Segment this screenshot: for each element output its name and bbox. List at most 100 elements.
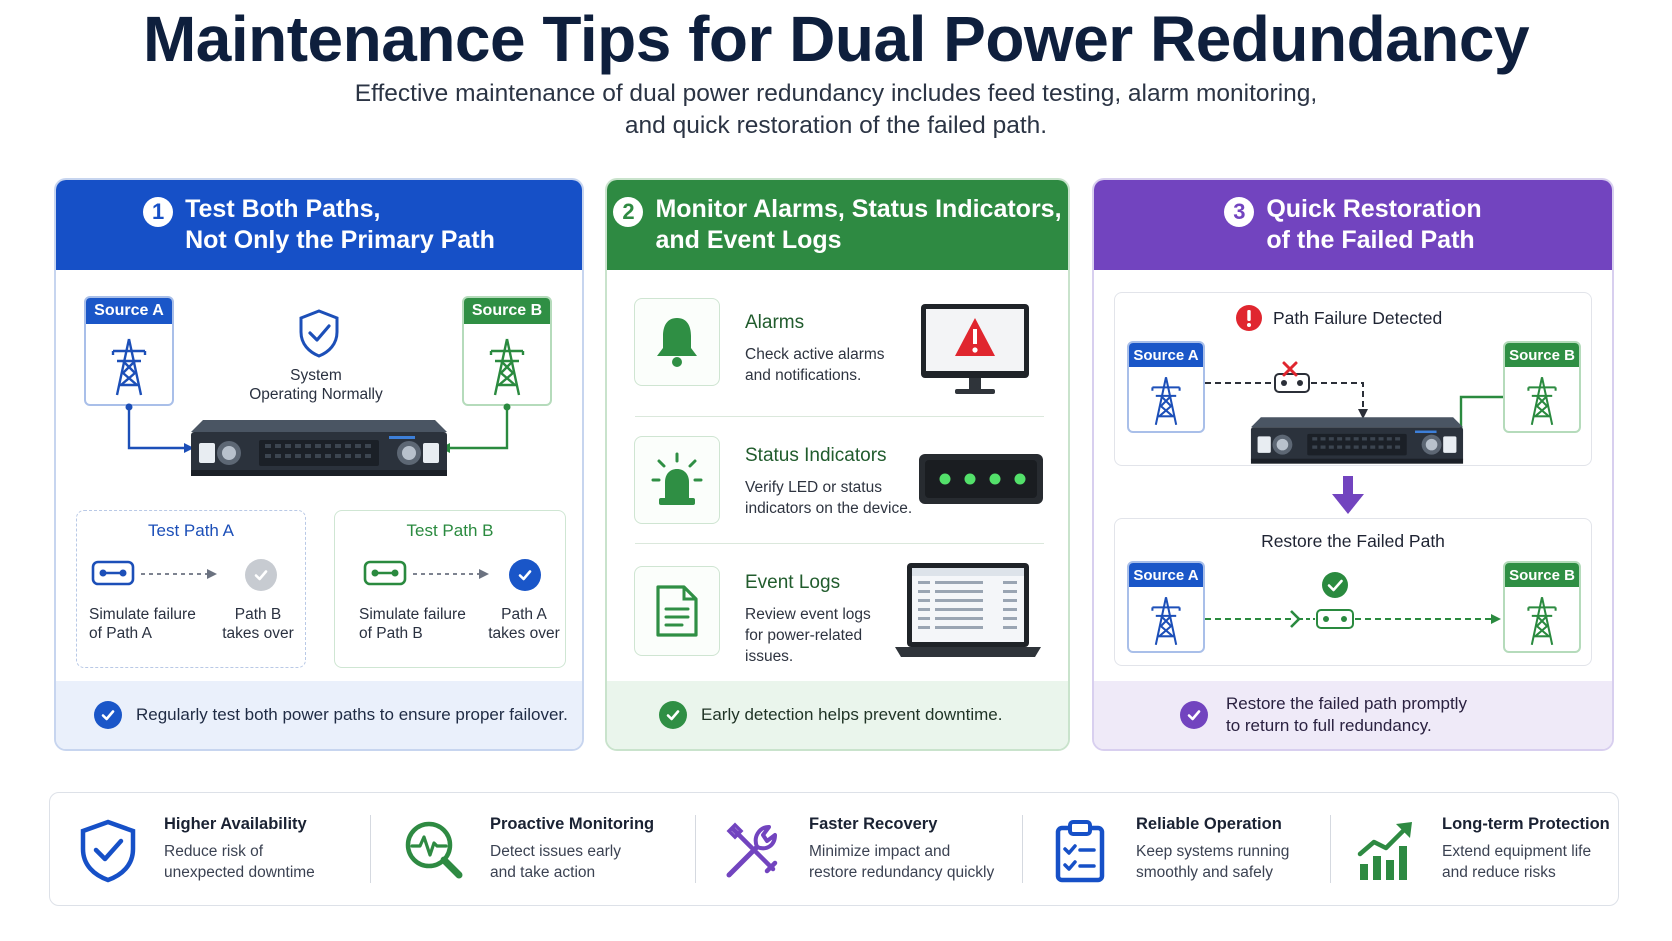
source-a-box: Source A xyxy=(1127,561,1205,653)
panel-3-title-line-2: of the Failed Path xyxy=(1266,226,1475,254)
step-number-3: 3 xyxy=(1224,197,1255,227)
panel-3-footer: Restore the failed path promptly to retu… xyxy=(1094,681,1612,749)
page-title: Maintenance Tips for Dual Power Redundan… xyxy=(142,3,1530,75)
system-status-text: System Operating Normally xyxy=(236,366,396,404)
laptop-log-icon xyxy=(895,563,1041,657)
panel-1-header: 1 Test Both Paths, Not Only the Primary … xyxy=(56,180,582,270)
benefit-description: Extend equipment life and reduce risks xyxy=(1442,841,1591,883)
source-b-label: Source B xyxy=(1505,563,1579,587)
power-supply-device xyxy=(1247,409,1467,467)
test-a-right-line-2: takes over xyxy=(222,625,294,642)
plug-icon xyxy=(363,559,407,587)
restore-path-card: Restore the Failed Path Source A Source … xyxy=(1114,518,1592,666)
test-path-a-title: Test Path A xyxy=(148,521,234,540)
test-path-a-box: Test Path A Simulate failure of Path A P… xyxy=(76,510,306,668)
test-b-right-line-1: Path A xyxy=(501,606,547,623)
test-b-left-text: Simulate failure of Path B xyxy=(359,605,466,643)
test-a-left-text: Simulate failure of Path A xyxy=(89,605,196,643)
bell-icon xyxy=(634,298,720,386)
test-b-right-text: Path A takes over xyxy=(479,605,569,643)
benefit-desc-line-2: restore redundancy quickly xyxy=(809,864,995,881)
panel-1-footer-text: Regularly test both power paths to ensur… xyxy=(136,705,568,724)
benefit-description: Keep systems running smoothly and safely xyxy=(1136,841,1289,883)
benefit-title: Higher Availability xyxy=(164,815,307,833)
alarms-description: Check active alarms and notifications. xyxy=(745,344,885,386)
restore-title: Restore the Failed Path xyxy=(1261,531,1445,551)
plug-icon xyxy=(91,559,135,587)
page-subtitle: Effective maintenance of dual power redu… xyxy=(320,78,1352,142)
benefit-desc-line-2: smoothly and safely xyxy=(1136,864,1273,881)
step-number-1: 1 xyxy=(143,197,174,227)
connection-lines xyxy=(125,403,511,453)
down-arrow-icon xyxy=(1332,476,1364,514)
restored-path-lines xyxy=(1205,572,1501,629)
test-b-right-line-2: takes over xyxy=(488,625,560,642)
tools-icon xyxy=(721,819,785,883)
panel-1-footer: Regularly test both power paths to ensur… xyxy=(56,681,582,749)
power-supply-device xyxy=(188,410,450,480)
document-icon xyxy=(634,566,720,656)
beacon-icon xyxy=(634,436,720,524)
test-a-right-text: Path B takes over xyxy=(213,605,303,643)
panel-monitor-alarms: 2 Monitor Alarms, Status Indicators, and… xyxy=(605,178,1070,751)
separator xyxy=(1022,815,1023,883)
benefit-desc-line-1: Detect issues early xyxy=(490,843,621,860)
benefit-description: Minimize impact and restore redundancy q… xyxy=(809,841,994,883)
system-status-line-2: Operating Normally xyxy=(249,386,383,403)
source-a-label: Source A xyxy=(86,298,172,324)
test-a-left-line-2: of Path A xyxy=(89,625,152,642)
separator xyxy=(1330,815,1331,883)
benefit-desc-line-2: and reduce risks xyxy=(1442,864,1556,881)
benefit-reliable-operation: Reliable Operation Keep systems running … xyxy=(1022,793,1322,905)
event-logs-description: Review event logs for power-related issu… xyxy=(745,604,871,667)
benefit-long-term-protection: Long-term Protection Extend equipment li… xyxy=(1328,793,1618,905)
source-b-box: Source B xyxy=(1503,561,1581,653)
source-b-box: Source B xyxy=(1503,341,1581,433)
panel-3-header: 3 Quick Restoration of the Failed Path xyxy=(1094,180,1612,270)
path-failure-title: Path Failure Detected xyxy=(1273,307,1443,328)
logs-desc-line-1: Review event logs xyxy=(745,606,871,623)
benefit-higher-availability: Higher Availability Reduce risk of unexp… xyxy=(50,793,370,905)
subtitle-line-1: Effective maintenance of dual power redu… xyxy=(354,80,1318,107)
divider xyxy=(635,416,1044,417)
panel-2-title-line-1: Monitor Alarms, Status Indicators, xyxy=(655,195,1062,223)
check-active-icon xyxy=(509,559,541,591)
separator xyxy=(695,815,696,883)
benefit-title: Reliable Operation xyxy=(1136,815,1282,833)
clipboard-check-icon xyxy=(1048,819,1112,883)
benefit-title: Faster Recovery xyxy=(809,815,938,833)
system-status-line-1: System xyxy=(290,367,342,384)
monitor-warning-icon xyxy=(921,304,1029,394)
event-logs-title: Event Logs xyxy=(745,572,841,593)
check-circle-icon xyxy=(94,701,122,729)
divider xyxy=(635,543,1044,544)
status-indicators-description: Verify LED or status indicators on the d… xyxy=(745,477,912,519)
alarms-desc-line-2: and notifications. xyxy=(745,367,862,384)
check-circle-icon xyxy=(659,701,687,729)
source-b-label: Source B xyxy=(464,298,550,324)
benefits-bar: Higher Availability Reduce risk of unexp… xyxy=(49,792,1619,906)
source-b-box: Source B xyxy=(462,296,552,406)
dashed-arrow xyxy=(141,569,217,579)
source-a-box: Source A xyxy=(1127,341,1205,433)
panel-quick-restoration: 3 Quick Restoration of the Failed Path P… xyxy=(1092,178,1614,751)
benefit-desc-line-1: Minimize impact and xyxy=(809,843,951,860)
test-path-b-title: Test Path B xyxy=(406,521,494,540)
panel-2-header: 2 Monitor Alarms, Status Indicators, and… xyxy=(607,180,1068,270)
benefit-desc-line-2: unexpected downtime xyxy=(164,864,315,881)
benefit-description: Detect issues early and take action xyxy=(490,841,621,883)
test-a-left-line-1: Simulate failure xyxy=(89,606,196,623)
benefit-desc-line-2: and take action xyxy=(490,864,596,881)
source-b-label: Source B xyxy=(1505,343,1579,367)
alarms-desc-line-1: Check active alarms xyxy=(745,346,885,363)
alarms-title: Alarms xyxy=(745,312,805,333)
panel-2-footer: Early detection helps prevent downtime. xyxy=(607,681,1068,749)
benefit-desc-line-1: Reduce risk of xyxy=(164,843,264,860)
test-b-left-line-1: Simulate failure xyxy=(359,606,466,623)
panel-3-footer-line-2: to return to full redundancy. xyxy=(1226,716,1432,735)
panel-3-title-line-1: Quick Restoration xyxy=(1266,195,1482,223)
shield-check-icon xyxy=(76,819,140,883)
test-a-right-line-1: Path B xyxy=(234,606,282,623)
test-b-left-line-2: of Path B xyxy=(359,625,423,642)
source-a-label: Source A xyxy=(1129,343,1203,367)
